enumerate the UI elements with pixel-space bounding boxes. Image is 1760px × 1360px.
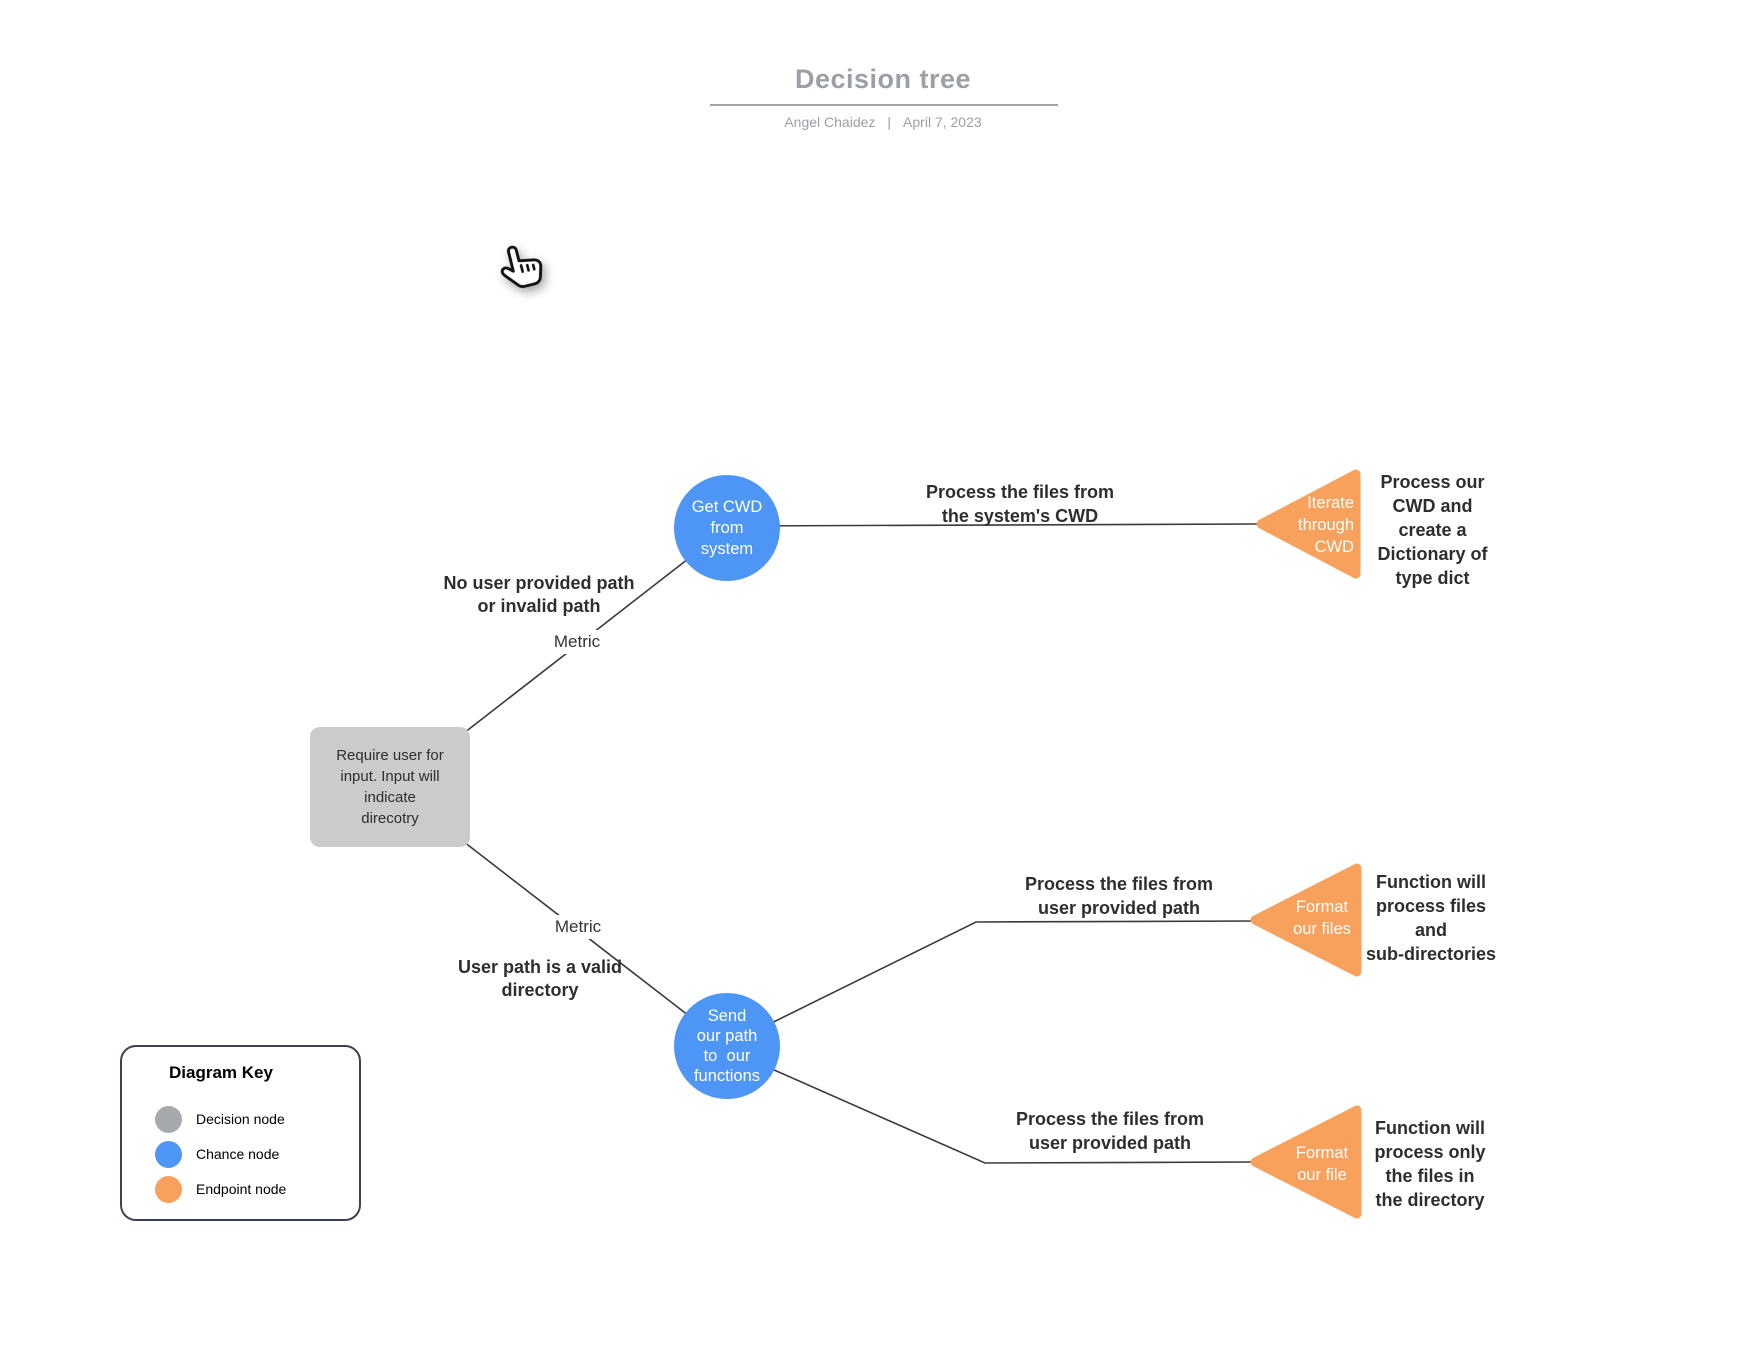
edge-top-chance-to-endpoint[interactable]	[726, 523, 1259, 527]
key-label-chance: Chance node	[196, 1146, 280, 1162]
endpoint-node-format-files[interactable]	[1250, 863, 1362, 977]
key-row-chance: Chance node	[155, 1140, 279, 1168]
branch-condition-top: No user provided path or invalid path	[443, 573, 635, 616]
endpoint-node-swatch-icon	[155, 1175, 182, 1203]
key-label-decision: Decision node	[196, 1111, 285, 1127]
endpoint-format-files-label: Format our files	[1293, 898, 1351, 938]
author-name: Angel Chaidez	[784, 114, 876, 130]
edge-bottom-chance-to-mid-endpoint[interactable]	[728, 920, 1257, 1045]
endpoint-format-file-label: Format our file	[1295, 1144, 1349, 1184]
subtitle-separator: |	[887, 114, 892, 130]
outcome-bottom-text: Function will process only the files in …	[1374, 1118, 1486, 1210]
decision-node-label: Require user for input. Input will indic…	[336, 747, 444, 827]
outcome-mid-text: Function will process files and sub-dire…	[1365, 872, 1497, 964]
diagram-key-title: Diagram Key	[169, 1063, 273, 1082]
edge-label-top-action: Process the files from the system's CWD	[925, 482, 1115, 526]
date-text: April 7, 2023	[903, 114, 982, 130]
key-label-endpoint: Endpoint node	[196, 1181, 287, 1197]
chance-node-swatch-icon	[155, 1140, 182, 1168]
chance-node-send-path[interactable]: Send our path to our functions	[674, 993, 780, 1099]
page-subtitle: Angel Chaidez | April 7, 2023	[683, 114, 1083, 130]
endpoint-iterate-cwd-label: Iterate through CWD	[1298, 494, 1354, 556]
diagram-key[interactable]: Diagram Key Decision node Chance node En…	[120, 1045, 361, 1221]
edge-label-mid-action: Process the files from user provided pat…	[1024, 874, 1214, 918]
outcome-top-text: Process our CWD and create a Dictionary …	[1377, 472, 1488, 588]
chance-node-get-cwd-label: Get CWD from system	[691, 497, 763, 558]
edge-bottom-chance-to-bottom-endpoint[interactable]	[728, 1049, 1257, 1164]
title-underline	[710, 104, 1058, 106]
decision-node-swatch-icon	[155, 1105, 182, 1133]
decision-node-require-input[interactable]: Require user for input. Input will indic…	[310, 727, 470, 847]
chance-node-send-path-label: Send our path to our functions	[693, 1007, 761, 1085]
chance-node-get-cwd[interactable]: Get CWD from system	[674, 475, 780, 581]
branch-condition-bottom: User path is a valid directory	[457, 957, 623, 1000]
hand-cursor-icon	[500, 245, 543, 289]
endpoint-node-iterate-cwd[interactable]	[1256, 469, 1361, 579]
endpoint-node-format-file[interactable]	[1250, 1105, 1362, 1219]
edge-label-bottom-action: Process the files from user provided pat…	[1015, 1109, 1205, 1153]
page-title: Decision tree	[794, 64, 972, 94]
key-row-endpoint: Endpoint node	[155, 1175, 286, 1203]
key-row-decision: Decision node	[155, 1105, 285, 1133]
metric-label-bottom: Metric	[535, 915, 621, 939]
metric-label-top: Metric	[534, 630, 620, 654]
